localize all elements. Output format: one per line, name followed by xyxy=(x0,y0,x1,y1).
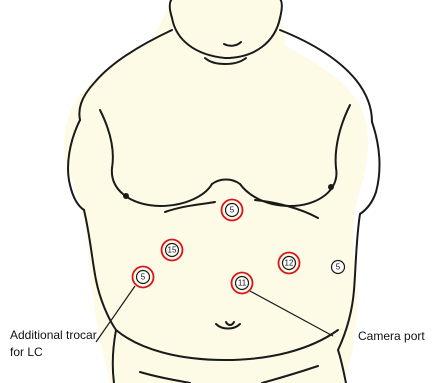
port-label: 15 xyxy=(168,246,177,255)
port-label: 5 xyxy=(141,273,146,282)
port-label: 11 xyxy=(238,279,247,288)
port-label: 12 xyxy=(285,259,294,268)
trocar-callout-label: Additional trocar xyxy=(10,328,97,342)
port-label: 5 xyxy=(230,206,235,215)
left-nipple xyxy=(123,193,129,199)
camera-port-label: Camera port xyxy=(358,329,425,343)
port-marker: 5 xyxy=(332,261,345,274)
right-nipple xyxy=(328,184,334,190)
trocar-callout-label-line2: for LC xyxy=(10,345,43,359)
port-label: 5 xyxy=(336,263,341,272)
